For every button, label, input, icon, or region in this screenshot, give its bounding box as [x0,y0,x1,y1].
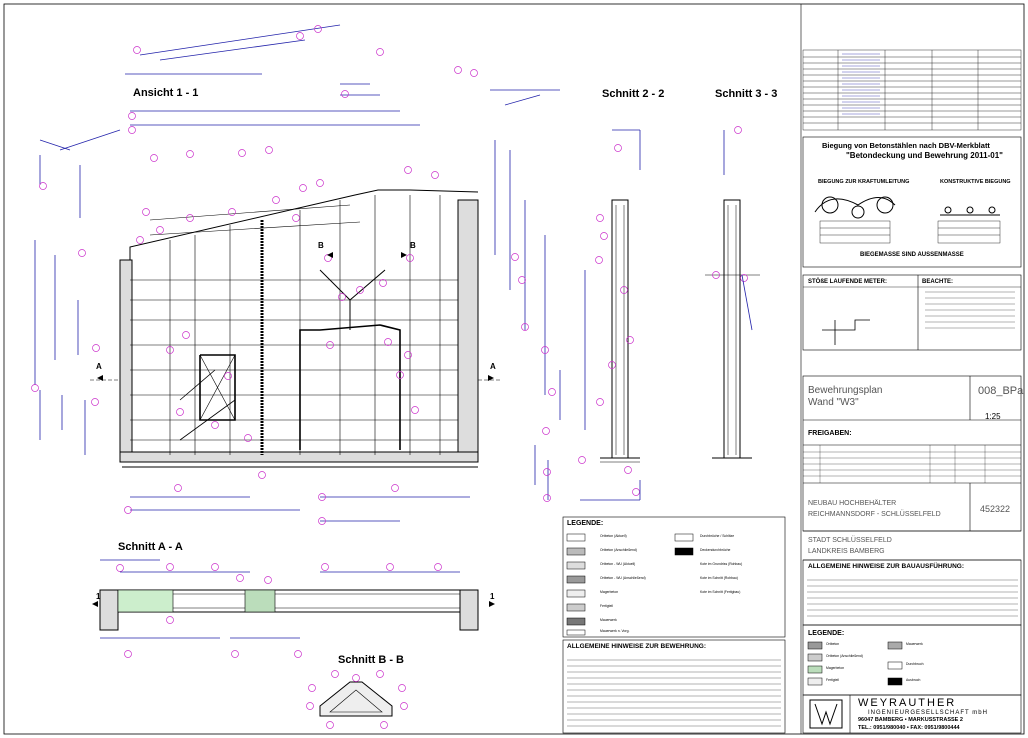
legend-mid-item: Ortbeton - WU (Anschließend) [600,576,646,580]
biegung-konstruktiv-label: KONSTRUKTIVE BIEGUNG [940,179,1011,185]
hinweise-bau-title: ALLGEMEINE HINWEISE ZUR BAUAUSFÜHRUNG: [808,563,964,570]
hinweise-bewehrung-title: ALLGEMEINE HINWEISE ZUR BEWEHRUNG: [567,643,707,650]
section-marker-b-right: B [410,241,416,250]
plan-number: 008_BPa [978,385,1024,397]
elevation-view [31,24,561,639]
section-2-2 [578,129,641,501]
section-marker-1-left: 1 [96,592,101,601]
view-title-schnitt-3-3: Schnitt 3 - 3 [715,88,778,100]
biegung-heading: Biegung von Betonstählen nach DBV-Merkbl… [822,141,990,150]
bending-figures [814,196,1001,244]
legend-mid-item: Mauerwerk n. Vorg. [600,629,630,633]
legend-mid-item: Kote im Schnitt (Rohbau) [700,576,738,580]
legend-mid-item: Fertigteil [600,604,614,608]
stoesse-title: STÖßE LAUFENDE METER: [808,279,887,285]
section-a-a [99,559,479,658]
biegung-kraft-label: BIEGUNG ZUR KRAFTUMLEITUNG [818,179,910,185]
freigaben-label: FREIGABEN: [808,430,852,437]
section-marker-a-right: A [490,362,496,371]
project-line-1: NEUBAU HOCHBEHÄLTER [808,500,897,507]
section-3-3 [705,126,760,459]
section-marker-a-left: A [96,362,102,371]
place-line-2: LANDKREIS BAMBERG [808,548,885,555]
legend-mid-item: Kote im Grundriss (Rohbau) [700,562,743,566]
view-title-schnitt-2-2: Schnitt 2 - 2 [602,88,665,100]
legend-mid-item: Ortbeton (Anschließend) [600,548,637,552]
beachte-title: BEACHTE: [922,279,953,285]
view-title-ansicht: Ansicht 1 - 1 [133,87,199,99]
legend-right-item: Ortbeton [826,642,840,646]
legend-right-title: LEGENDE: [808,630,845,637]
section-marker-1-right: 1 [490,592,495,601]
legend-mid-item: Ortbeton (Aktuell) [600,534,627,538]
legend-mid-item: Ortbeton - WU (Aktuell) [600,562,636,566]
company-subname: INGENIEURGESELLSCHAFT mbH [868,710,988,716]
view-title-schnitt-a-a: Schnitt A - A [118,541,183,553]
section-marker-b-left: B [318,241,324,250]
legend-right-item: Fertigteil [826,678,840,682]
legend-right-item: Mauerwerk [906,642,923,646]
section-b-b [306,670,408,729]
biegemasse-note: BIEGEMASSE SIND AUSSENMASSE [860,252,964,258]
plan-scale: 1:25 [985,412,1001,421]
legend-right-item: Ortbeton (Anschließend) [826,654,863,658]
plan-title: Bewehrungsplan [808,385,883,396]
legend-right-item: Ausbruch [906,678,921,682]
legend-mid-item: Deckendurchbrüche [700,548,731,552]
concrete-table [802,49,1022,131]
company-phone: TEL.: 0951/980040 • FAX: 0951/9800444 [858,725,960,731]
legend-right-item: Durchbruch [906,662,924,666]
legend-mid-item: Kote im Schnitt (Fertigbau) [700,590,741,594]
company-logo [809,699,843,729]
project-number: 452322 [980,504,1011,514]
project-line-2: REICHMANNSDORF - SCHLÜSSELFELD [808,511,941,518]
company-address: 96047 BAMBERG • MARKUSSTRASSE 2 [858,717,963,723]
legend-mid-title: LEGENDE: [567,520,604,527]
plan-subtitle: Wand "W3" [808,397,859,408]
title-block-frame [802,375,1022,734]
biegung-title: "Betondeckung und Bewehrung 2011-01" [846,151,1003,160]
legend-mid-item: Durchbrüche / Schlitze [700,534,735,538]
place-line-1: STADT SCHLÜSSELFELD [808,537,892,544]
legend-mid-item: Magerbeton [600,590,619,594]
legend-mid-item: Mauerwerk [600,618,617,622]
company-name: WEYRAUTHER [858,697,957,709]
view-title-schnitt-b-b: Schnitt B - B [338,654,404,666]
legend-right-item: Magerbeton [826,666,845,670]
